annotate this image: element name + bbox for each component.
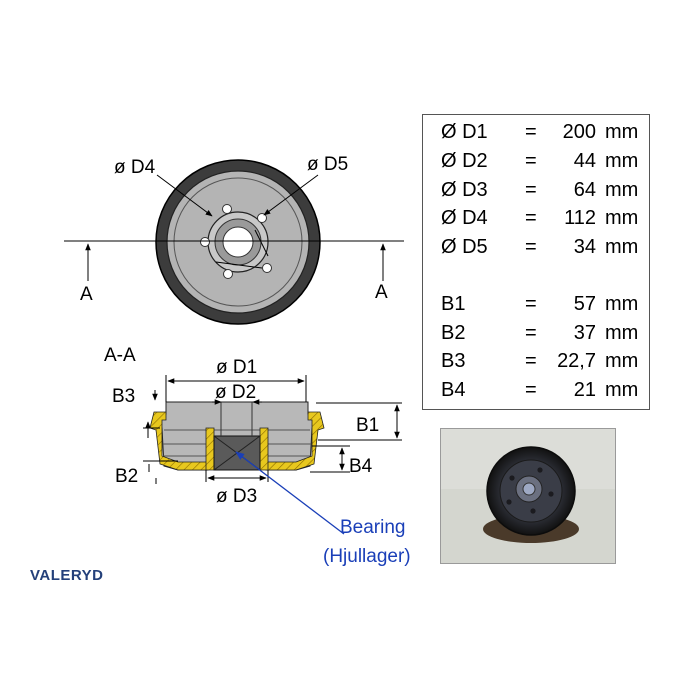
spec-unit: mm	[605, 322, 639, 344]
section-label-left: A	[80, 284, 93, 305]
spec-equals: =	[525, 121, 537, 143]
front-view: ø D4 ø D5 A A	[64, 154, 404, 325]
photo-bolt-hole	[530, 508, 536, 514]
spec-row-d2: Ø D2 = 44 mm	[423, 150, 651, 178]
spec-name: Ø D3	[441, 179, 488, 201]
spec-value: 57	[573, 293, 596, 315]
brand-logo: VALERYD	[30, 567, 104, 584]
spec-value: 200	[562, 121, 596, 143]
spec-unit: mm	[605, 379, 639, 401]
b4-label: B4	[349, 456, 373, 477]
d2-label: ø D2	[215, 382, 256, 403]
b3-label: B3	[112, 386, 135, 407]
photo-bolt-hole	[537, 467, 543, 473]
spec-row-b2: B2 = 37 mm	[423, 322, 651, 350]
b1-label: B1	[356, 415, 379, 436]
spec-value: 21	[573, 379, 596, 401]
spec-value: 37	[573, 322, 596, 344]
spec-equals: =	[525, 207, 537, 229]
bolt-hole	[257, 213, 267, 223]
bolt-hole	[222, 204, 232, 214]
spec-unit: mm	[605, 293, 639, 315]
spec-row-d3: Ø D3 = 64 mm	[423, 179, 651, 207]
drum-face-ring	[173, 177, 303, 307]
spec-row-d4: Ø D4 = 112 mm	[423, 207, 651, 235]
d5-leader-lower	[254, 229, 269, 257]
section-view: A-A ø D1 ø D2 ø D3	[104, 345, 411, 567]
section-title: A-A	[104, 345, 136, 366]
d1-label: ø D1	[216, 357, 257, 378]
spec-name: Ø D4	[441, 207, 488, 229]
spec-equals: =	[525, 322, 537, 344]
spec-name: B3	[441, 350, 466, 372]
spec-equals: =	[525, 350, 537, 372]
spec-unit: mm	[605, 350, 639, 372]
photo-bore	[522, 482, 536, 496]
spec-unit: mm	[605, 150, 639, 172]
spec-row-b1: B1 = 57 mm	[423, 293, 651, 321]
b2-label: B2	[115, 466, 138, 487]
spec-value: 112	[564, 207, 596, 229]
bolt-hole	[200, 237, 210, 247]
spec-name: Ø D2	[441, 150, 488, 172]
spec-equals: =	[525, 179, 537, 201]
spec-name: B1	[441, 293, 466, 315]
section-hatch-hub	[259, 427, 269, 471]
photo-bolt-hole	[548, 491, 554, 497]
spec-value: 34	[573, 236, 596, 258]
bearing-label: Bearing	[340, 517, 406, 538]
section-hatch-hub	[205, 427, 215, 471]
spec-value: 64	[573, 179, 596, 201]
photo-frame	[440, 428, 616, 564]
d4-label: ø D4	[114, 157, 156, 178]
spec-equals: =	[525, 150, 537, 172]
d4-leader	[156, 174, 213, 217]
d5-label: ø D5	[307, 154, 348, 175]
d4-leader-lower	[215, 261, 263, 269]
spec-equals: =	[525, 379, 537, 401]
spec-equals: =	[525, 236, 537, 258]
spec-unit: mm	[605, 236, 639, 258]
spec-row-d1: Ø D1 = 200 mm	[423, 121, 651, 149]
spec-value: 22,7	[557, 350, 596, 372]
spec-row-b4: B4 = 21 mm	[423, 379, 651, 407]
spec-equals: =	[525, 293, 537, 315]
center-bore	[222, 226, 254, 258]
spec-unit: mm	[605, 179, 639, 201]
spec-value: 44	[573, 150, 596, 172]
spec-name: Ø D5	[441, 236, 488, 258]
spec-unit: mm	[605, 121, 639, 143]
d3-label: ø D3	[216, 486, 257, 507]
photo-bolt-hole	[509, 475, 515, 481]
spec-name: B4	[441, 379, 466, 401]
specification-table: Ø D1 = 200 mm Ø D2 = 44 mm Ø D3 = 64 mm …	[422, 114, 650, 410]
spec-row-b3: B3 = 22,7 mm	[423, 350, 651, 378]
bolt-holes	[200, 204, 272, 279]
section-label-right: A	[375, 282, 388, 303]
spec-unit: mm	[605, 207, 639, 229]
spec-name: B2	[441, 322, 466, 344]
photo-bolt-hole	[506, 499, 512, 505]
bearing-leader	[235, 451, 345, 535]
bolt-hole	[262, 263, 272, 273]
bolt-hole	[223, 269, 233, 279]
photo-bolt-holes	[506, 467, 554, 514]
d5-leader	[263, 174, 319, 216]
spec-name: Ø D1	[441, 121, 488, 143]
bearing-label-sub: (Hjullager)	[323, 546, 411, 567]
spec-row-d5: Ø D5 = 34 mm	[423, 236, 651, 264]
product-photo	[441, 429, 615, 563]
